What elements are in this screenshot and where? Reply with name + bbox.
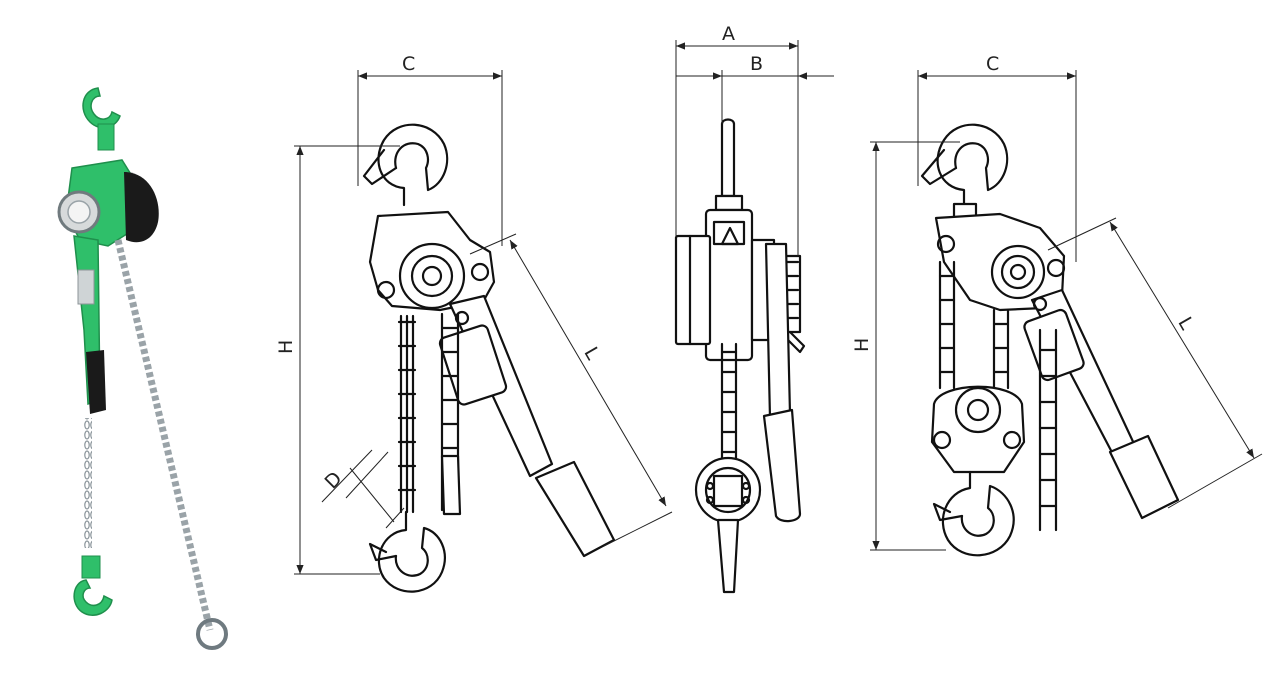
left-bottom-hook bbox=[377, 510, 446, 593]
front-chain bbox=[720, 342, 738, 468]
dimension-c-left: C bbox=[357, 53, 503, 246]
left-label-plate bbox=[438, 324, 508, 406]
side-view-right bbox=[920, 123, 1180, 557]
dimension-c-right: C bbox=[917, 53, 1077, 262]
dimension-b: B bbox=[676, 53, 834, 124]
photo-ring bbox=[196, 618, 228, 650]
photo-hand-chain bbox=[114, 239, 214, 631]
right-chains bbox=[938, 260, 1058, 532]
front-view bbox=[674, 118, 806, 594]
label-h-left: H bbox=[275, 340, 297, 354]
label-c-left: C bbox=[402, 53, 415, 75]
front-drum bbox=[674, 234, 712, 346]
label-h-right: H bbox=[851, 338, 873, 352]
photo-load-chain bbox=[84, 418, 92, 548]
front-grip bbox=[762, 408, 802, 523]
dimension-h-left: H bbox=[275, 145, 400, 575]
left-hand-chain bbox=[440, 312, 462, 516]
front-lever bbox=[764, 242, 792, 420]
label-c-right: C bbox=[986, 53, 999, 75]
photo-top-hook bbox=[82, 87, 121, 129]
dimension-h-right: H bbox=[851, 141, 960, 551]
label-d: D bbox=[321, 468, 347, 494]
left-top-hook bbox=[377, 123, 449, 207]
label-b: B bbox=[750, 53, 763, 75]
left-gear-wheel bbox=[398, 242, 466, 310]
label-l-left: L bbox=[579, 343, 604, 364]
dimension-d: D bbox=[321, 449, 405, 529]
product-photo bbox=[57, 87, 228, 650]
right-top-hook bbox=[936, 123, 1009, 207]
right-gear-wheel bbox=[990, 244, 1046, 300]
left-load-chain bbox=[397, 314, 417, 514]
right-grip bbox=[1108, 434, 1180, 520]
label-l-right: L bbox=[1173, 313, 1198, 334]
label-a: A bbox=[722, 23, 735, 45]
right-bottom-hook bbox=[941, 470, 1015, 557]
photo-drum bbox=[124, 172, 159, 243]
side-view-left bbox=[362, 123, 616, 593]
photo-bottom-hook bbox=[73, 579, 113, 616]
left-grip bbox=[534, 460, 616, 558]
photo-grip bbox=[86, 350, 106, 414]
front-top-hook bbox=[720, 118, 736, 198]
